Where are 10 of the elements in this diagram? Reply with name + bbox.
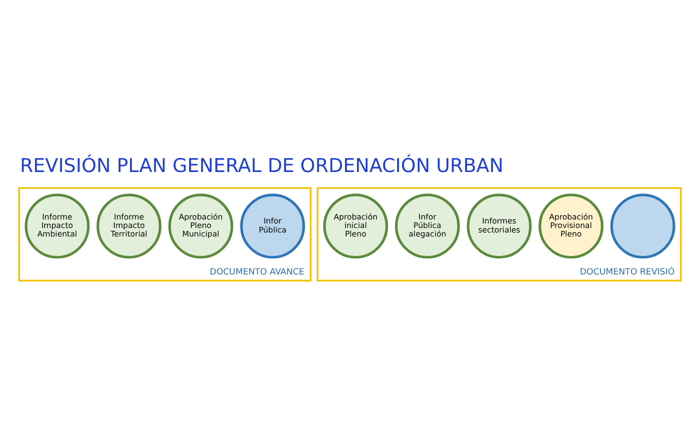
node-circle: Informe Impacto Ambiental xyxy=(24,194,90,259)
node-circle: Informes sectoriales xyxy=(466,194,532,259)
node-circle: Aprobación Provisional Pleno xyxy=(538,194,604,259)
node-circle: Infor Pública xyxy=(240,194,306,259)
node-circle: Informe Impacto Territorial xyxy=(96,194,162,259)
diagram-title: REVISIÓN PLAN GENERAL DE ORDENACIÓN URBAN xyxy=(20,155,504,178)
node-circle: Aprobación inicial Pleno xyxy=(323,194,388,259)
node-circle: Infor Pública alegación xyxy=(394,194,460,259)
node-circle: Aprobación Pleno Municipal xyxy=(168,194,234,259)
node-circle xyxy=(610,194,676,259)
